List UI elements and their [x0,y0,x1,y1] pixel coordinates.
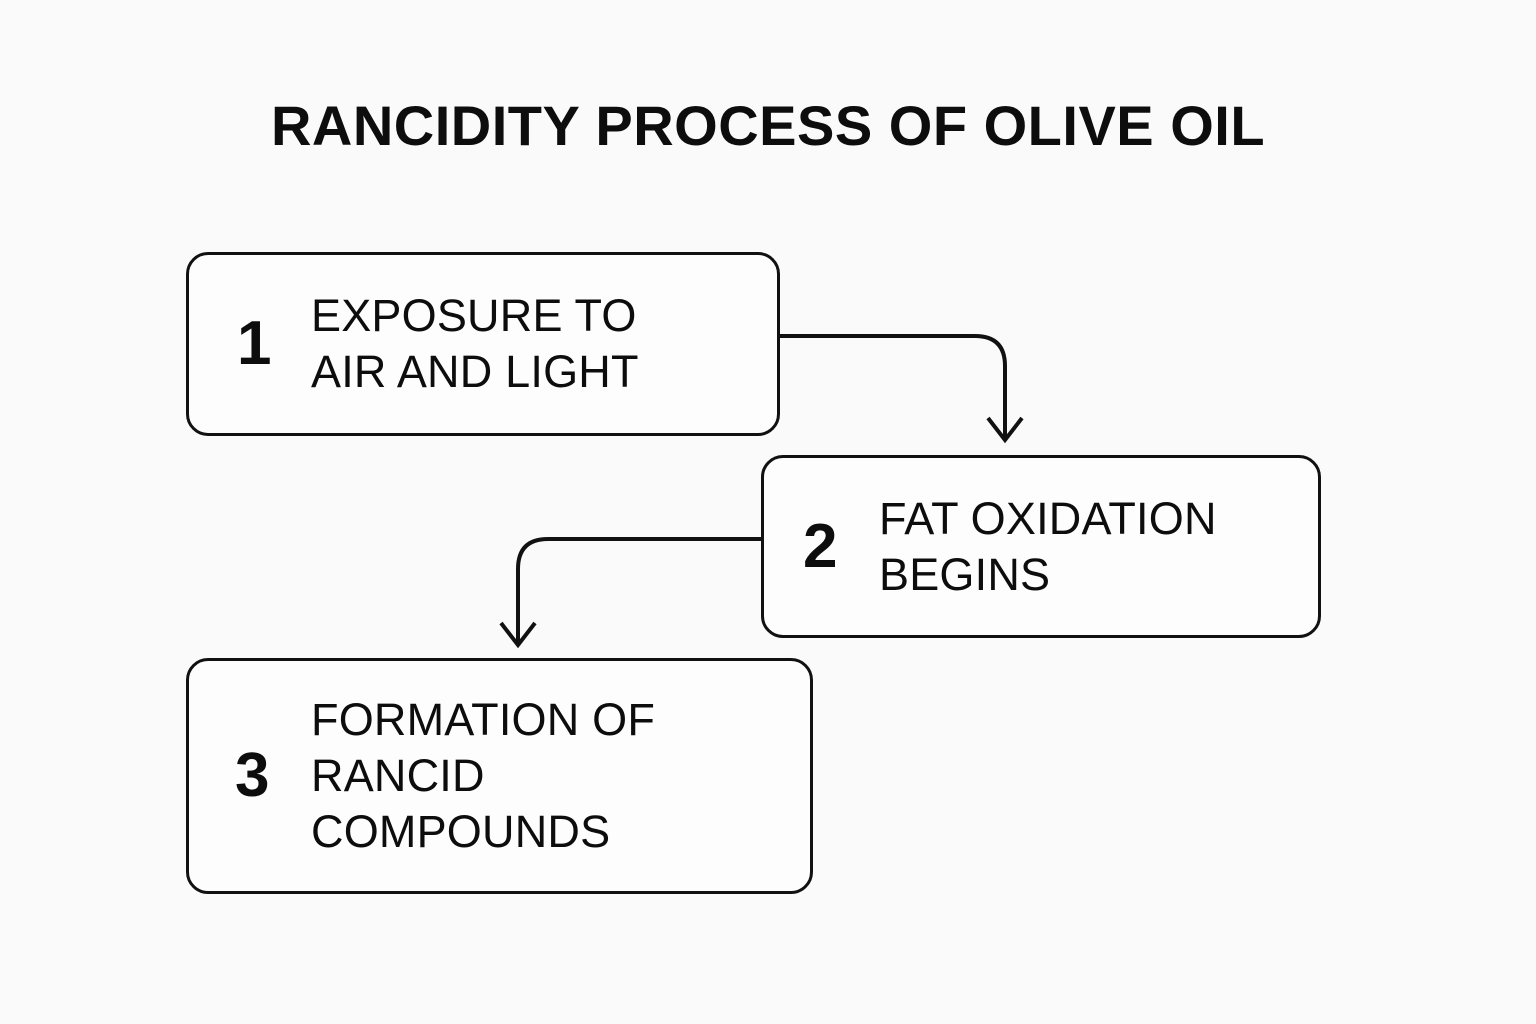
step-box-2[interactable]: 2 FAT OXIDATION BEGINS [761,455,1321,638]
diagram-title: RANCIDITY PROCESS OF OLIVE OIL [270,94,1266,157]
step-number-1: 1 [237,309,272,378]
connector-step2-to-step3 [499,537,761,649]
step-number-2: 2 [803,511,838,581]
step-label-3: FORMATION OF RANCID COMPOUNDS [311,694,656,857]
step-label-2: FAT OXIDATION BEGINS [879,492,1217,600]
step-number-3: 3 [235,741,270,810]
step-label-1: EXPOSURE TO AIR AND LIGHT [311,290,639,397]
step-box-3[interactable]: 3 FORMATION OF RANCID COMPOUNDS [186,658,813,894]
step-box-1[interactable]: 1 EXPOSURE TO AIR AND LIGHT [186,252,780,436]
connector-step1-to-step2 [780,334,1024,444]
